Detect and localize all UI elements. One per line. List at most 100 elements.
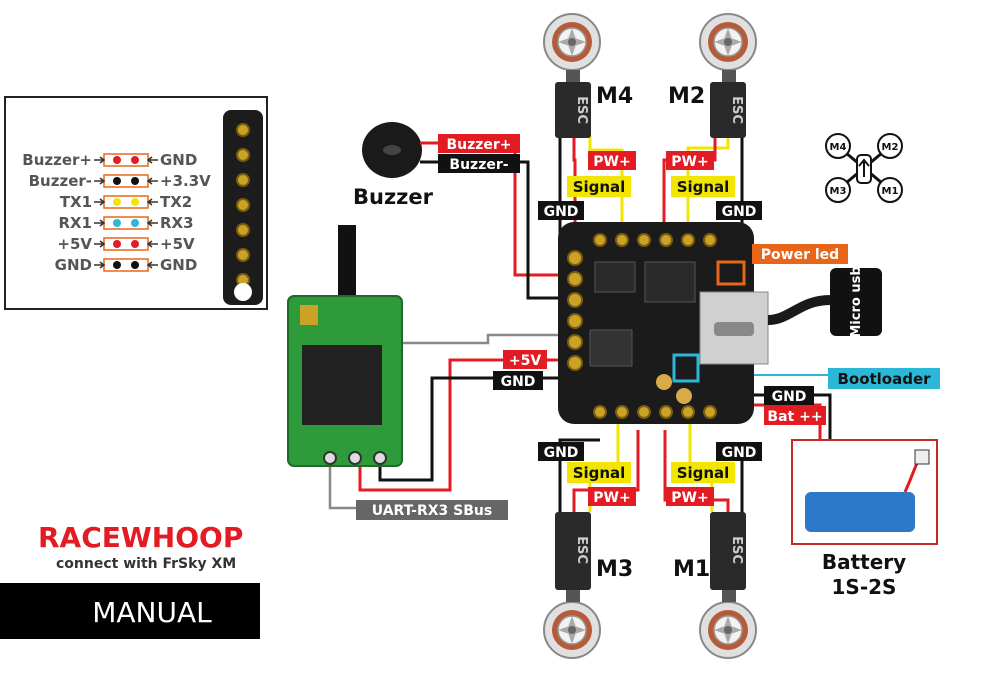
motor-m2 <box>699 13 757 82</box>
tag-signal-m1: Signal <box>671 462 735 483</box>
pin-dot <box>113 198 121 206</box>
pin-arrow-right <box>146 219 158 227</box>
tag-power-led-text: Power led <box>761 247 839 263</box>
buzzer: Buzzer <box>353 122 434 209</box>
pin-arrow-right <box>146 261 158 269</box>
pin-dot <box>131 156 139 164</box>
pin-arrow-left <box>94 156 106 164</box>
tag-gnd-m1-text: GND <box>722 445 757 461</box>
pin-dot <box>131 219 139 227</box>
orient-m2: M2 <box>882 142 899 153</box>
pin-left-3: RX1 <box>58 214 92 232</box>
header-hole <box>236 148 250 162</box>
tag-gnd-m1: GND <box>716 442 762 461</box>
pin-dot <box>113 240 121 248</box>
pin-arrow-left <box>94 219 106 227</box>
pin-left-1: Buzzer- <box>29 172 92 190</box>
tag-signal-m3-text: Signal <box>573 464 626 482</box>
esc-m2-label: ESC <box>729 96 744 124</box>
fc-pad <box>703 405 717 419</box>
orient-m3: M3 <box>830 186 847 197</box>
tag-buzzer-plus: Buzzer+ <box>438 134 520 153</box>
fc-pad <box>681 233 695 247</box>
pin-arrow-right <box>146 240 158 248</box>
tag-signal-m4-text: Signal <box>573 178 626 196</box>
pin-right-2: TX2 <box>160 193 192 211</box>
fc-pad <box>703 233 717 247</box>
header-hole <box>236 173 250 187</box>
fc-pad <box>615 405 629 419</box>
pin-arrow-right <box>146 198 158 206</box>
branding: RACEWHOOP connect with FrSky XM MANUAL <box>0 521 260 639</box>
tag-gnd-battery: GND <box>764 386 814 405</box>
micro-usb-label: Micro usb <box>849 266 864 337</box>
tag-gnd-receiver: GND <box>493 371 543 390</box>
tag-pw-m2-text: PW+ <box>671 154 708 170</box>
fc-pad <box>637 233 651 247</box>
esc-m1: ESC <box>710 512 746 590</box>
pin-arrow-left <box>94 261 106 269</box>
fc-pad <box>567 334 583 350</box>
header-hole <box>236 198 250 212</box>
tag-bat: Bat ++ <box>764 406 826 425</box>
pin-dot <box>131 240 139 248</box>
brand-name: RACEWHOOP <box>38 521 243 554</box>
tag-5v-text: +5V <box>509 353 541 369</box>
pin-pair-box <box>103 195 149 209</box>
pin-header-holes <box>234 123 252 301</box>
pin-right-4: +5V <box>160 235 195 253</box>
pin-right-3: RX3 <box>160 214 194 232</box>
pin-right-5: GND <box>160 256 197 274</box>
header-hole <box>236 123 250 137</box>
m4-label: M4 <box>596 84 633 109</box>
tag-gnd-m3: GND <box>538 442 584 461</box>
fc-pad <box>593 405 607 419</box>
fc-pad <box>615 233 629 247</box>
tag-pw-m4-text: PW+ <box>593 154 630 170</box>
pin-dot <box>131 177 139 185</box>
tag-pw-m3-text: PW+ <box>593 490 630 506</box>
receiver <box>287 225 403 467</box>
pinout-right-labels: GND +3.3V TX2 RX3 +5V GND <box>160 151 211 274</box>
battery-label-1: Battery <box>822 550 906 574</box>
tag-gnd-m4: GND <box>538 201 584 220</box>
header-hole <box>236 248 250 262</box>
fc-pad <box>681 405 695 419</box>
orient-m4: M4 <box>830 142 847 153</box>
tag-buzzer-minus-text: Buzzer- <box>449 157 508 173</box>
m2-label: M2 <box>668 84 705 109</box>
tag-gnd-m2-text: GND <box>722 204 757 220</box>
tag-buzzer-minus: Buzzer- <box>438 154 520 173</box>
tag-bootloader-text: Bootloader <box>837 370 931 388</box>
fc-pad <box>567 313 583 329</box>
tag-gnd-receiver-text: GND <box>501 374 536 390</box>
fc-pad <box>567 355 583 371</box>
fc-pad <box>567 292 583 308</box>
esc-m3: ESC <box>555 512 591 590</box>
tag-uart: UART-RX3 SBus <box>356 500 508 520</box>
esc-m1-label: ESC <box>729 536 744 564</box>
esc-m4: ESC <box>555 82 591 138</box>
tag-bat-text: Bat ++ <box>767 409 822 425</box>
tag-signal-m3: Signal <box>567 462 631 483</box>
pin-pair-box <box>103 237 149 251</box>
tag-pw-m1: PW+ <box>666 487 714 506</box>
manual-label: MANUAL <box>92 596 212 629</box>
tag-gnd-battery-text: GND <box>772 389 807 405</box>
tag-gnd-m3-text: GND <box>544 445 579 461</box>
pin-arrow-left <box>94 198 106 206</box>
pin-dot <box>131 198 139 206</box>
m3-label: M3 <box>596 557 633 582</box>
pin-pair-box <box>103 153 149 167</box>
motor-m3 <box>543 590 601 659</box>
pinout-left-labels: Buzzer+ Buzzer- TX1 RX1 +5V GND <box>22 151 92 274</box>
pin-right-1: +3.3V <box>160 172 211 190</box>
pin-pair-box <box>103 216 149 230</box>
tag-pw-m2: PW+ <box>666 151 714 170</box>
tag-bootloader: Bootloader <box>828 368 940 389</box>
bootloader-pads <box>672 353 700 383</box>
tag-signal-m1-text: Signal <box>677 464 730 482</box>
pin-pair-box <box>103 174 149 188</box>
pin-dot <box>113 219 121 227</box>
